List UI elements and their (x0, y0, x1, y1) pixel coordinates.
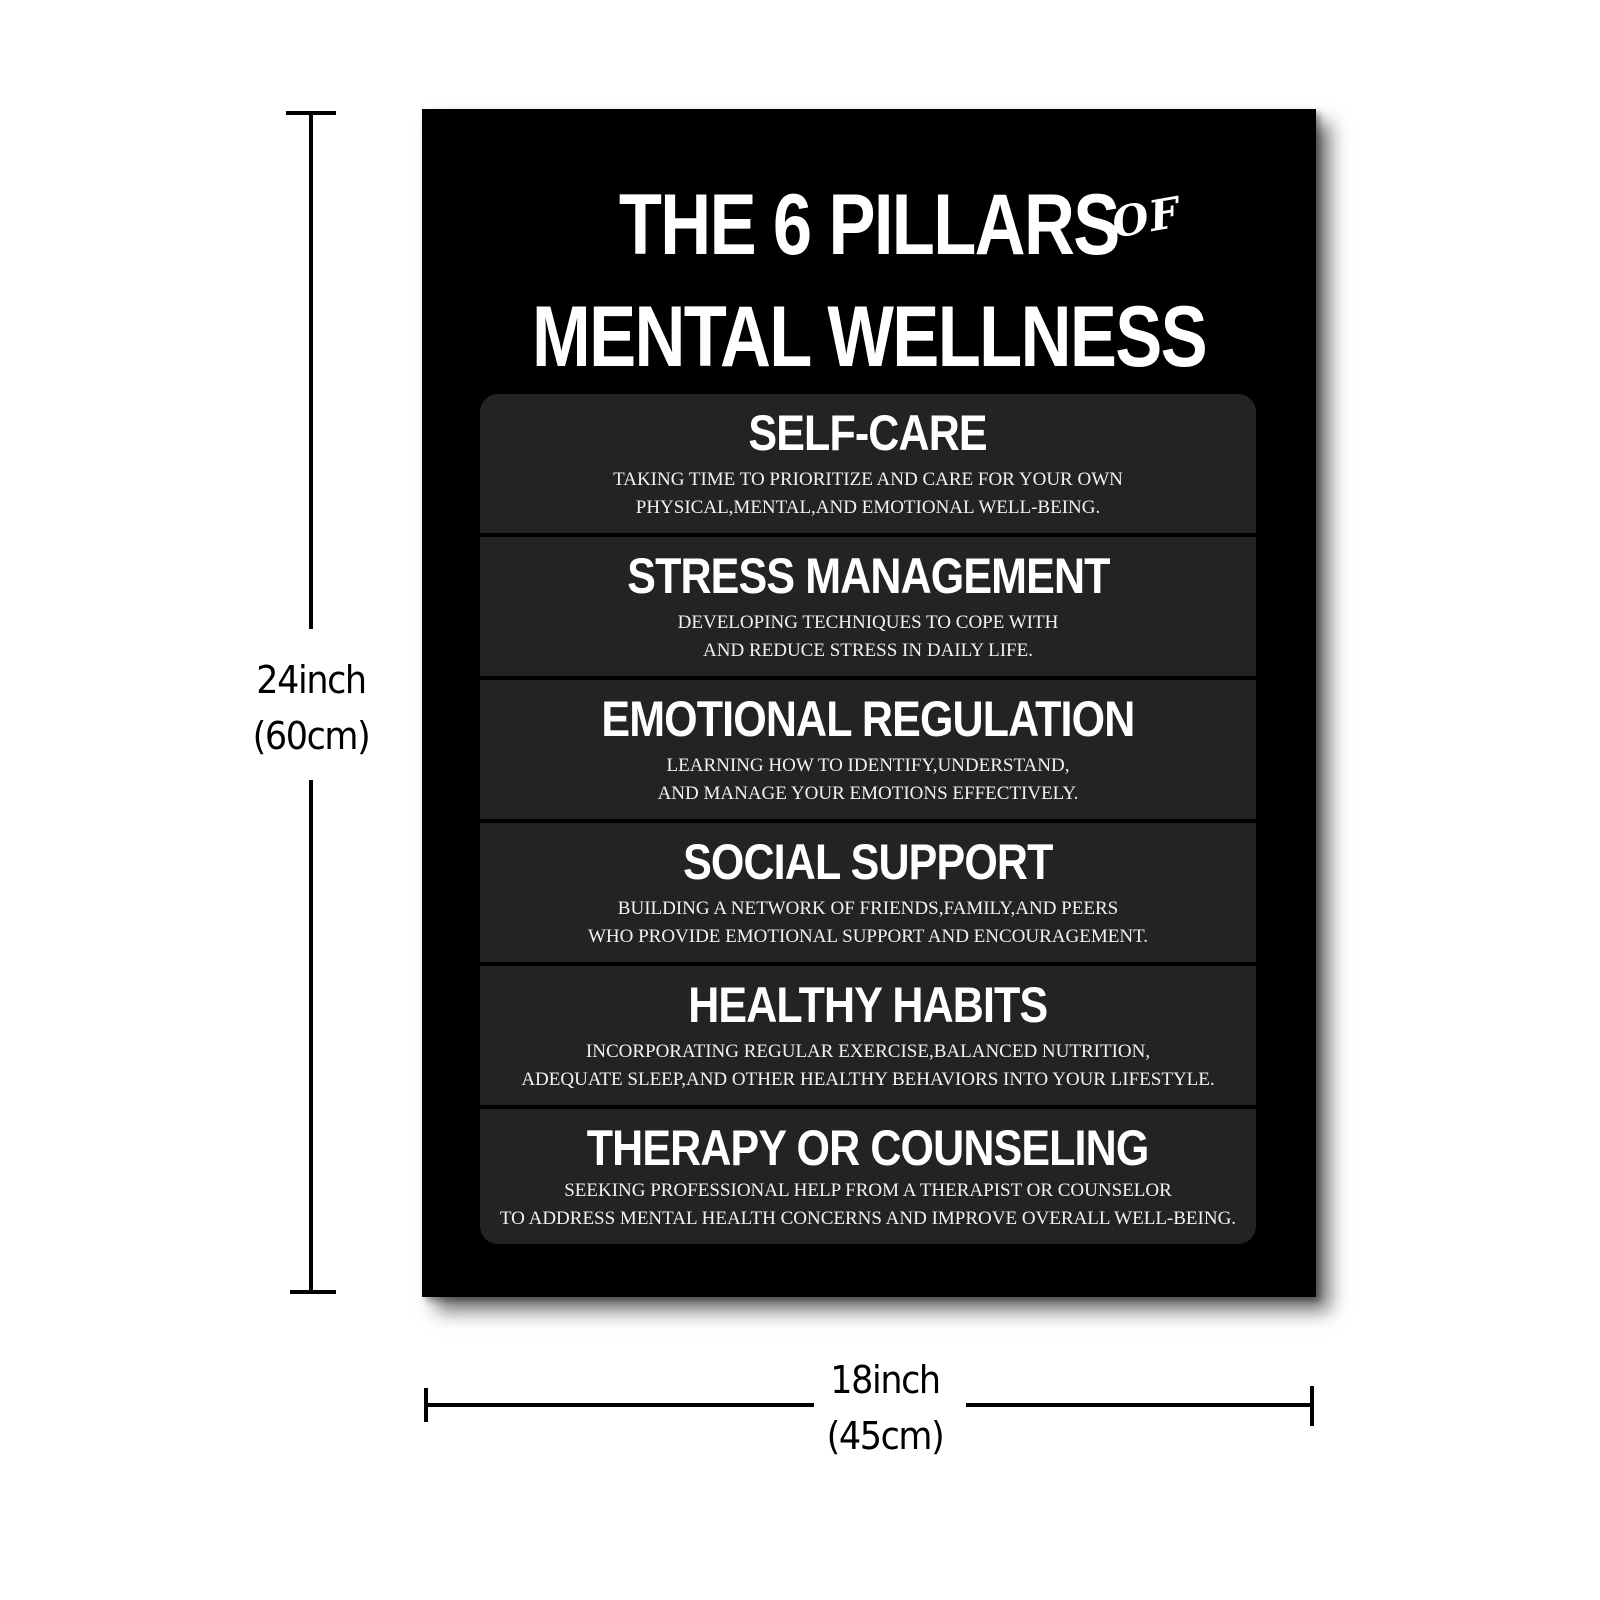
pillar-title: EMOTIONAL REGULATION (601, 691, 1135, 747)
poster-title-line1: THE 6 PILLARS (619, 177, 1120, 273)
width-marker-line-left (424, 1403, 814, 1407)
height-label: 24inch (60cm) (242, 652, 380, 764)
height-marker-bottom-cap (290, 1290, 336, 1294)
pillars-panel: SELF-CARE TAKING TIME TO PRIORITIZE AND … (480, 394, 1256, 1244)
pillar-self-care: SELF-CARE TAKING TIME TO PRIORITIZE AND … (480, 394, 1256, 533)
pillar-description: SEEKING PROFESSIONAL HELP FROM A THERAPI… (499, 1180, 1237, 1229)
height-marker-line-top (309, 111, 313, 629)
pillar-therapy-or-counseling: THERAPY OR COUNSELING SEEKING PROFESSION… (480, 1109, 1256, 1244)
pillar-title: SOCIAL SUPPORT (683, 834, 1053, 890)
width-marker-line-right (966, 1403, 1314, 1407)
pillar-description: TAKING TIME TO PRIORITIZE AND CARE FOR Y… (613, 469, 1123, 518)
pillar-title: HEALTHY HABITS (688, 977, 1048, 1033)
pillar-title: STRESS MANAGEMENT (626, 548, 1110, 604)
height-imperial: 24inch (256, 658, 367, 702)
height-metric: (60cm) (252, 714, 371, 758)
pillar-description: INCORPORATING REGULAR EXERCISE,BALANCED … (521, 1041, 1215, 1090)
width-marker-right-cap (1310, 1386, 1314, 1426)
poster-title-line2: MENTAL WELLNESS (531, 289, 1208, 385)
pillar-description: DEVELOPING TECHNIQUES TO COPE WITH AND R… (677, 612, 1059, 661)
pillar-title: SELF-CARE (748, 405, 988, 461)
pillar-social-support: SOCIAL SUPPORT BUILDING A NETWORK OF FRI… (480, 823, 1256, 962)
pillar-description: BUILDING A NETWORK OF FRIENDS,FAMILY,AND… (587, 898, 1149, 947)
pillar-stress-management: STRESS MANAGEMENT DEVELOPING TECHNIQUES … (480, 537, 1256, 676)
pillar-title: THERAPY OR COUNSELING (587, 1120, 1150, 1176)
width-label: 18inch (45cm) (816, 1352, 954, 1464)
pillar-emotional-regulation: EMOTIONAL REGULATION LEARNING HOW TO IDE… (480, 680, 1256, 819)
width-imperial: 18inch (830, 1358, 941, 1402)
width-metric: (45cm) (826, 1414, 945, 1458)
poster-canvas: THE 6 PILLARS OF MENTAL WELLNESS SELF-CA… (422, 109, 1316, 1297)
pillar-description: LEARNING HOW TO IDENTIFY,UNDERSTAND, AND… (657, 755, 1079, 804)
height-marker-line-bottom (309, 780, 313, 1294)
pillar-healthy-habits: HEALTHY HABITS INCORPORATING REGULAR EXE… (480, 966, 1256, 1105)
